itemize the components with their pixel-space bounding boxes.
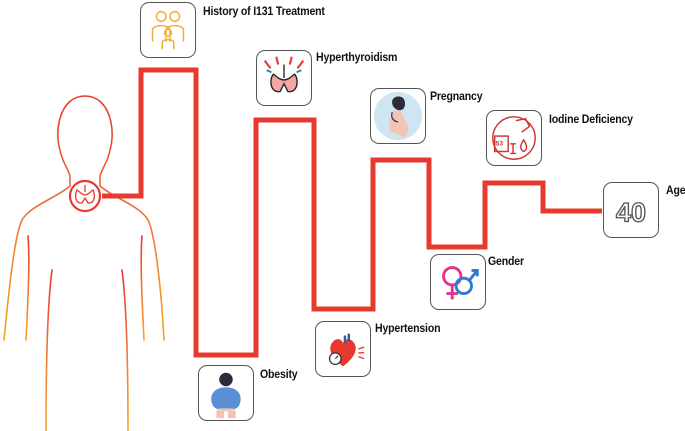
- thyroid-gland-icon: [263, 56, 305, 93]
- age-card: 40: [603, 182, 659, 238]
- family-card: [140, 2, 196, 58]
- gender-card: [430, 254, 486, 310]
- label-hypertension: Hypertension: [375, 321, 441, 335]
- age-number-icon: 40: [615, 197, 646, 228]
- hypertension-card: [315, 321, 371, 377]
- obese-person-icon: [211, 372, 241, 419]
- label-history: History of I131 Treatment: [203, 4, 325, 18]
- pregnancy-card: [370, 88, 426, 144]
- label-age: Age: [666, 183, 685, 197]
- thyroid-neck-icon: [68, 179, 102, 213]
- label-obesity: Obesity: [260, 367, 298, 381]
- family-icon: [151, 10, 185, 50]
- label-iodine: Iodine Deficiency: [549, 112, 633, 126]
- gender-symbols-icon: [442, 266, 479, 300]
- iodine-atomic-number: 53: [496, 141, 504, 148]
- iodine-card: 53: [486, 110, 542, 166]
- human-body-outline: [3, 95, 165, 431]
- heart-blood-pressure-icon: [328, 333, 365, 367]
- obesity-card: [198, 365, 254, 421]
- age-value: 40: [616, 198, 646, 228]
- iodine-flask-icon: 53: [492, 116, 536, 160]
- risk-path-line: [102, 67, 602, 358]
- thyroid-card: [256, 50, 312, 106]
- pregnant-woman-icon: [373, 91, 423, 141]
- label-hyperthyroidism: Hyperthyroidism: [316, 50, 398, 64]
- label-gender: Gender: [488, 254, 524, 268]
- label-pregnancy: Pregnancy: [430, 89, 483, 103]
